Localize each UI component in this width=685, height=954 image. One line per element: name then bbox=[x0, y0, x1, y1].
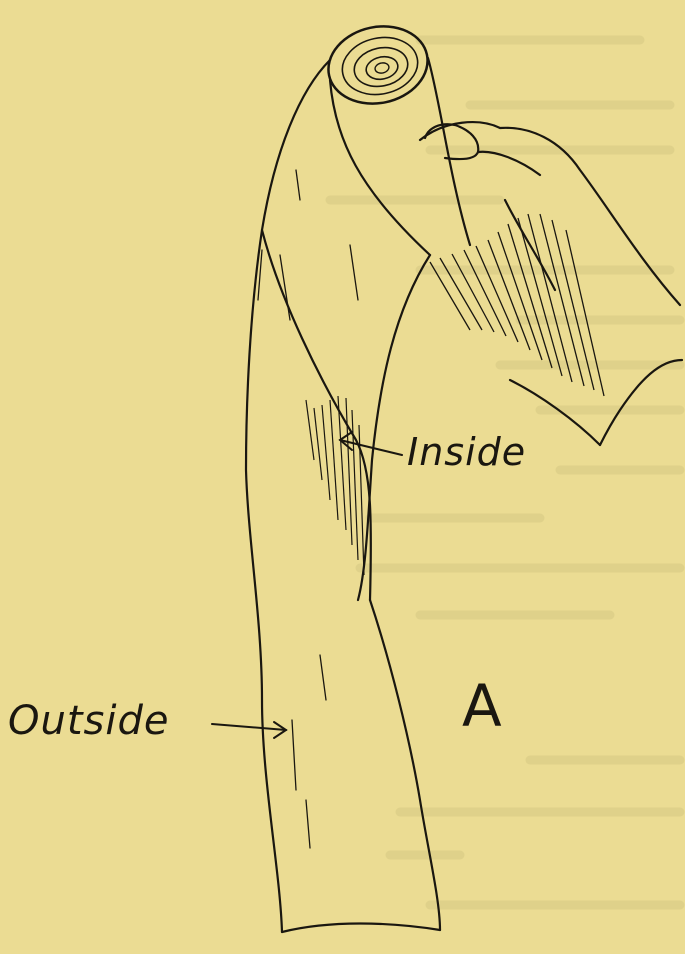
outside-shading bbox=[258, 170, 358, 848]
outside-arrow bbox=[212, 722, 286, 738]
bandage-strip bbox=[246, 60, 440, 932]
inside-label: Inside bbox=[407, 430, 526, 474]
hand bbox=[420, 122, 682, 445]
bandage-roll bbox=[321, 17, 470, 255]
inside-arrow bbox=[340, 432, 402, 455]
outside-label: Outside bbox=[8, 698, 169, 744]
inside-hatching-fold bbox=[306, 396, 364, 575]
figure-letter: A bbox=[462, 672, 502, 740]
